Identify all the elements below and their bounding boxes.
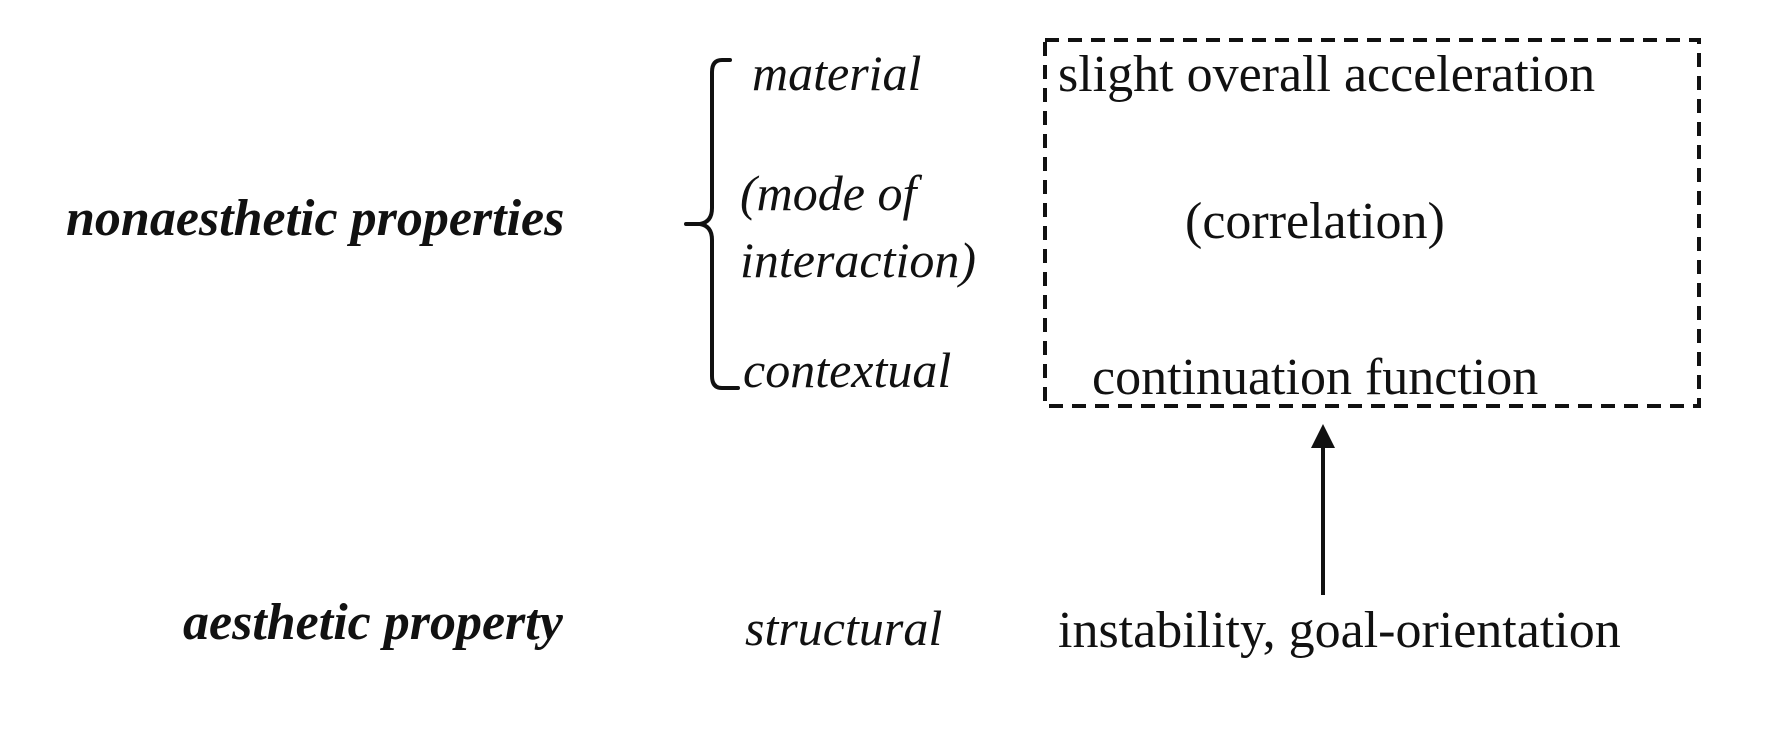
aesthetic-property-label: aesthetic property (183, 594, 563, 651)
category-structural: structural (745, 600, 943, 656)
category-mode-of-interaction-line2: interaction) (740, 232, 977, 288)
instability-goal-orientation-label: instability, goal-orientation (1058, 602, 1621, 659)
box-item-acceleration: slight overall acceleration (1058, 46, 1596, 103)
nonaesthetic-properties-label: nonaesthetic properties (66, 190, 565, 247)
box-item-continuation: continuation function (1092, 349, 1539, 406)
dashed-box (1043, 38, 1701, 408)
category-mode-of-interaction-line1: (mode of (740, 165, 917, 221)
category-material: material (752, 45, 922, 101)
arrow-head-icon (1311, 424, 1335, 448)
curly-brace (684, 58, 740, 390)
category-contextual: contextual (743, 342, 952, 398)
box-item-correlation: (correlation) (1185, 193, 1445, 250)
